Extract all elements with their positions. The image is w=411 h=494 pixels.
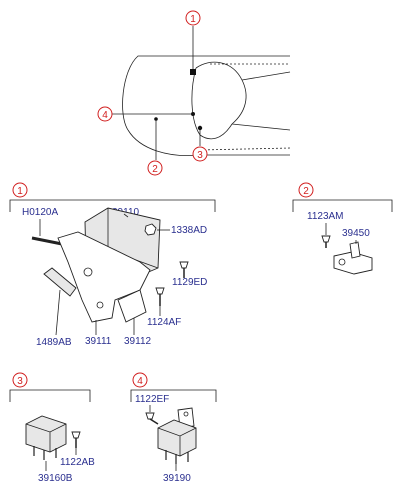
windshield-outline	[195, 61, 247, 125]
relay-39190-drawing	[157, 419, 197, 457]
part-39111[interactable]: 39111	[85, 336, 112, 347]
group-4-number[interactable]: 4	[132, 372, 148, 388]
relay-39190-bracket-hole	[183, 411, 189, 417]
bracket-hole-lower	[96, 301, 104, 309]
nut-drawing	[144, 223, 157, 236]
bracket-drawing	[57, 231, 151, 323]
screw-1122ab-head	[71, 431, 81, 439]
relay-39160b-drawing	[25, 415, 67, 453]
svg-text:1: 1	[190, 14, 196, 25]
svg-text:1: 1	[17, 186, 23, 197]
screw-1122ef-shank	[149, 418, 159, 425]
svg-text:4: 4	[102, 110, 108, 121]
leader-1489ab	[55, 289, 61, 336]
car-body-outline	[122, 55, 290, 131]
svg-text:4: 4	[137, 376, 143, 387]
location-marker-1	[190, 69, 196, 75]
part-1123am[interactable]: 1123AM	[307, 211, 344, 222]
screw-1124af-head	[155, 287, 165, 295]
location-marker-3	[197, 125, 203, 131]
group-3-number[interactable]: 3	[12, 372, 28, 388]
group-1: 1 H0120A 39110 1338AD 1129ED 1124AF 1489…	[9, 182, 216, 348]
group-2: 2 1123AM 39450	[292, 182, 393, 275]
part-1124af[interactable]: 1124AF	[147, 317, 181, 328]
screw-head-drawing	[179, 261, 189, 269]
bracket-hole	[83, 267, 93, 277]
group-3-bracket	[9, 389, 91, 402]
svg-text:2: 2	[303, 186, 309, 197]
relay-39160b-edges	[25, 423, 67, 452]
part-39112[interactable]: 39112	[124, 336, 152, 347]
car-front-edge	[127, 129, 201, 156]
part-1338ad[interactable]: 1338AD	[171, 225, 207, 236]
roof-line-upper	[241, 71, 291, 81]
leader-39110	[123, 213, 129, 218]
part-1489ab[interactable]: 1489AB	[36, 337, 72, 348]
plate-drawing	[117, 289, 147, 323]
sill-line	[199, 147, 291, 151]
group-2-bracket	[292, 199, 393, 212]
roof-line-lower	[231, 123, 291, 131]
sensor-hole	[338, 258, 346, 266]
callout-1[interactable]: 1	[185, 10, 201, 26]
svg-text:3: 3	[197, 150, 203, 161]
callout-3[interactable]: 3	[192, 146, 208, 162]
relay-39190-edges	[157, 427, 197, 456]
strap-drawing	[43, 267, 77, 297]
group-2-number[interactable]: 2	[298, 182, 314, 198]
group-1-number[interactable]: 1	[12, 182, 28, 198]
pin-drawing	[31, 236, 63, 246]
location-marker-2	[154, 117, 158, 121]
part-39190[interactable]: 39190	[163, 473, 191, 484]
group-4-bracket	[130, 389, 217, 402]
screw-1122ef-head	[145, 412, 155, 420]
group-1-bracket	[9, 199, 216, 212]
part-1122ef[interactable]: 1122EF	[135, 394, 169, 405]
svg-text:3: 3	[17, 376, 23, 387]
part-h0120a[interactable]: H0120A	[22, 207, 58, 218]
svg-text:2: 2	[152, 164, 158, 175]
group-3: 3 1122AB 39160B	[9, 372, 95, 484]
sensor-tab	[349, 241, 361, 259]
callout-4[interactable]: 4	[97, 106, 113, 122]
callout-2[interactable]: 2	[147, 160, 163, 176]
part-39450[interactable]: 39450	[342, 228, 370, 239]
bolt-1123am-drawing	[321, 235, 331, 243]
vehicle-overview: 1 2 3 4	[97, 10, 291, 176]
part-1129ed[interactable]: 1129ED	[172, 277, 207, 288]
part-39160b[interactable]: 39160B	[38, 473, 73, 484]
group-4: 4 1122EF 39190	[130, 372, 217, 484]
part-1122ab[interactable]: 1122AB	[60, 457, 95, 468]
location-marker-4	[191, 112, 195, 116]
